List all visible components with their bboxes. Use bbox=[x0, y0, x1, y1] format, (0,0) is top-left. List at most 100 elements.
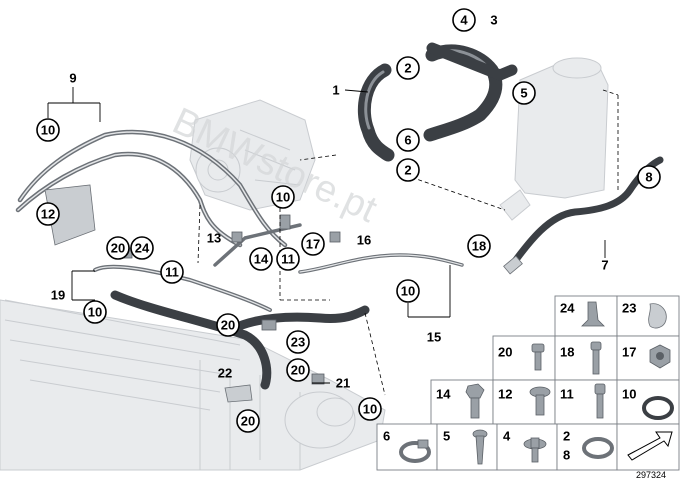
reference-number: 297324 bbox=[636, 470, 666, 480]
callout-2-top: 2 bbox=[396, 56, 420, 80]
callout-8: 8 bbox=[637, 165, 661, 189]
svg-text:10: 10 bbox=[88, 305, 102, 320]
callout-20-right: 20 bbox=[286, 358, 310, 382]
svg-text:10: 10 bbox=[363, 402, 377, 417]
svg-text:13: 13 bbox=[207, 231, 221, 246]
bolt-long-icon bbox=[590, 341, 602, 375]
grid-label-2: 2 bbox=[563, 429, 570, 444]
svg-text:2: 2 bbox=[404, 163, 411, 178]
svg-text:4: 4 bbox=[460, 13, 468, 28]
svg-text:18: 18 bbox=[472, 239, 486, 254]
callout-11-center: 11 bbox=[276, 247, 300, 271]
callout-9: 9 bbox=[69, 71, 76, 86]
svg-text:6: 6 bbox=[404, 133, 411, 148]
grid-label-14: 14 bbox=[436, 387, 451, 402]
pump-ghost bbox=[189, 99, 316, 211]
callout-20-bottom: 20 bbox=[236, 409, 260, 433]
reservoir-7-ghost bbox=[499, 57, 609, 221]
svg-text:3: 3 bbox=[490, 13, 497, 28]
svg-text:11: 11 bbox=[281, 252, 295, 267]
callout-20-middle: 20 bbox=[216, 313, 240, 337]
callout-19: 19 bbox=[51, 288, 65, 303]
callout-17: 17 bbox=[301, 232, 325, 256]
svg-text:23: 23 bbox=[291, 335, 305, 350]
grid-label-20: 20 bbox=[498, 345, 512, 360]
grid-label-11: 11 bbox=[560, 387, 574, 402]
svg-text:1: 1 bbox=[332, 83, 339, 98]
svg-text:12: 12 bbox=[41, 207, 55, 222]
seal-ring-icon bbox=[642, 396, 674, 420]
grid-label-10: 10 bbox=[622, 387, 636, 402]
callout-7: 7 bbox=[601, 258, 608, 273]
clip-icon bbox=[581, 301, 605, 327]
svg-text:7: 7 bbox=[601, 258, 608, 273]
callout-11-left: 11 bbox=[160, 260, 184, 284]
callout-12: 12 bbox=[36, 202, 60, 226]
bracket-22 bbox=[224, 384, 253, 403]
callout-18: 18 bbox=[467, 234, 491, 258]
callout-10-left-bottom: 10 bbox=[83, 300, 107, 324]
svg-text:22: 22 bbox=[218, 366, 232, 381]
svg-text:16: 16 bbox=[357, 233, 371, 248]
screw-icon bbox=[472, 429, 488, 465]
callout-10-right: 10 bbox=[396, 279, 420, 303]
bolt-icon bbox=[531, 343, 545, 371]
grid-label-8: 8 bbox=[563, 448, 570, 463]
svg-text:10: 10 bbox=[276, 190, 290, 205]
grid-label-18: 18 bbox=[560, 345, 574, 360]
svg-text:9: 9 bbox=[69, 71, 76, 86]
svg-text:2: 2 bbox=[404, 61, 411, 76]
callout-6: 6 bbox=[396, 128, 420, 152]
callout-15: 15 bbox=[427, 330, 441, 345]
socket-bolt-icon bbox=[594, 383, 606, 419]
grid-label-5: 5 bbox=[443, 429, 450, 444]
callout-2-bottom: 2 bbox=[396, 158, 420, 182]
nut-icon bbox=[649, 344, 671, 369]
hose-1-2-6 bbox=[357, 42, 518, 162]
clip-spring-icon bbox=[648, 303, 667, 329]
svg-text:20: 20 bbox=[241, 414, 255, 429]
svg-text:20: 20 bbox=[111, 241, 125, 256]
svg-text:11: 11 bbox=[165, 265, 179, 280]
callout-10-bottom: 10 bbox=[358, 397, 382, 421]
spring-clamp-icon bbox=[582, 437, 614, 459]
grid-label-12: 12 bbox=[498, 387, 512, 402]
callout-5: 5 bbox=[512, 81, 536, 105]
callout-20-left: 20 bbox=[106, 236, 130, 260]
arrow-symbol-icon bbox=[627, 431, 673, 461]
callout-10-left-top: 10 bbox=[36, 118, 60, 142]
grid-label-17: 17 bbox=[622, 345, 636, 360]
callout-1: 1 bbox=[332, 83, 339, 98]
callout-16: 16 bbox=[357, 233, 371, 248]
bracket-12 bbox=[44, 184, 96, 246]
lines-9 bbox=[15, 129, 288, 248]
callout-22: 22 bbox=[218, 366, 232, 381]
svg-text:20: 20 bbox=[291, 363, 305, 378]
callout-24: 24 bbox=[130, 236, 154, 260]
svg-text:14: 14 bbox=[254, 252, 269, 267]
hex-bolt-icon bbox=[465, 383, 485, 419]
grid-label-23: 23 bbox=[622, 301, 636, 316]
callout-21: 21 bbox=[336, 376, 350, 391]
washer-screw-icon bbox=[523, 437, 547, 463]
parts-grid: 24 23 20 18 17 14 12 11 10 6 5 4 2 8 bbox=[376, 295, 680, 471]
svg-text:21: 21 bbox=[336, 376, 350, 391]
svg-text:5: 5 bbox=[520, 86, 527, 101]
svg-text:10: 10 bbox=[401, 284, 415, 299]
flange-bolt-icon bbox=[529, 386, 551, 416]
svg-text:20: 20 bbox=[221, 318, 235, 333]
callout-4: 4 bbox=[452, 8, 476, 32]
grid-label-24: 24 bbox=[560, 301, 575, 316]
grid-label-6: 6 bbox=[383, 429, 390, 444]
hose-clamp-icon bbox=[399, 439, 431, 463]
callout-13: 13 bbox=[207, 231, 221, 246]
callout-10-center: 10 bbox=[271, 185, 295, 209]
svg-text:15: 15 bbox=[427, 330, 441, 345]
steering-rack-ghost bbox=[0, 299, 386, 471]
callout-3: 3 bbox=[490, 13, 497, 28]
grid-label-4: 4 bbox=[503, 429, 511, 444]
svg-text:17: 17 bbox=[306, 237, 320, 252]
callout-23: 23 bbox=[286, 330, 310, 354]
svg-text:24: 24 bbox=[135, 241, 150, 256]
